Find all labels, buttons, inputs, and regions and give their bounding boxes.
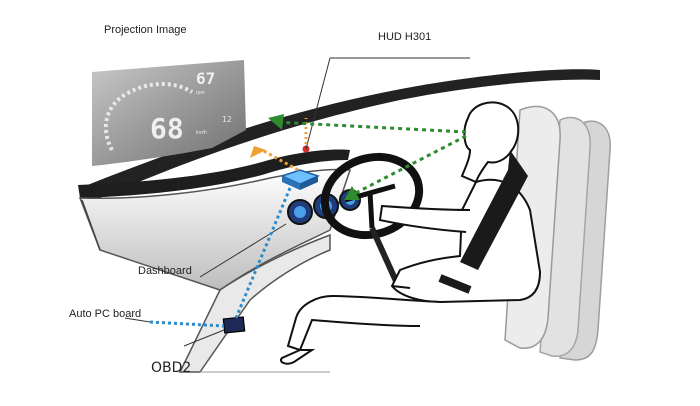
- gaze-arrows: [268, 114, 467, 200]
- footwell: [178, 233, 331, 373]
- hud-speed-readout: 68: [150, 112, 184, 145]
- hud-time-readout: 12: [222, 115, 232, 124]
- data-cable: [149, 187, 292, 328]
- hud-device-label: HUD H301: [378, 31, 432, 43]
- dashboard-body: [78, 168, 352, 291]
- obd2-label: OBD2: [151, 360, 192, 376]
- dashboard-label: Dashboard: [138, 265, 192, 277]
- obd2-port: [222, 316, 246, 334]
- hud-device: [279, 145, 321, 190]
- projection-image-panel: [92, 60, 246, 166]
- hud-speed-unit: km/h: [196, 130, 207, 136]
- hud-rpm-caption: rpm: [196, 90, 205, 96]
- seat-belt: [460, 150, 528, 270]
- hud-rpm-readout: 67: [196, 69, 215, 88]
- auto-pc-board-label: Auto PC board: [69, 308, 142, 320]
- projection-image-label: Projection Image: [104, 24, 187, 36]
